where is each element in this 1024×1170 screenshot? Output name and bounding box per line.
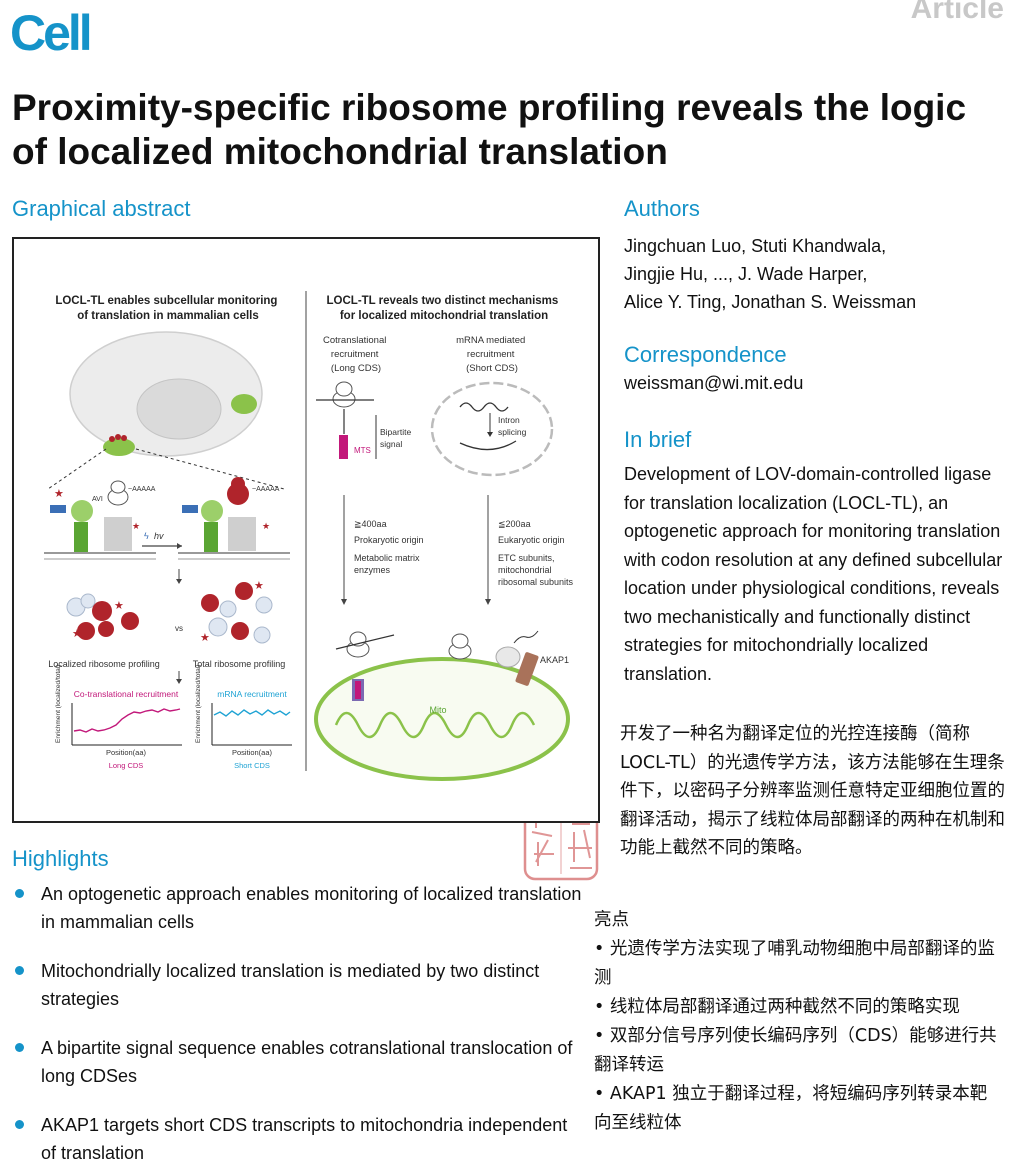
long-cds-label: Long CDS [109,761,144,770]
svg-text:ϟ: ϟ [144,531,149,541]
mito-label: Mito [429,705,446,715]
highlight-chinese-item: • 光遗传学方法实现了哺乳动物细胞中局部翻译的监测 [594,939,995,988]
right-title-line-2: for localized mitochondrial translation [340,310,548,322]
highlight-item: Mitochondrially localized translation is… [12,957,582,1013]
mrna-enrichment-trace [213,709,291,717]
article-type-label: Article [910,0,1004,25]
position-axis-label: Position(aa) [106,748,147,757]
cotranslational-plot-title: Co-translational recruitment [74,689,179,699]
svg-text:★: ★ [200,632,210,644]
authors-line: Alice Y. Ting, Jonathan S. Weissman [624,292,917,312]
membrane-protein-icon [104,517,132,551]
versus-label: vs [175,624,183,633]
cotranslational-recruitment-label: Cotranslational recruitment (Long CDS) [323,335,389,374]
svg-text:★: ★ [262,521,270,531]
authors-heading: Authors [624,196,700,221]
total-profiling-label: Total ribosome profiling [193,659,286,669]
right-title-line-1: LOCL-TL reveals two distinct mechanisms [327,295,559,307]
intron-splicing-label: Intron splicing [498,415,527,437]
journal-logo: Cell [10,5,93,61]
ligase-icon [71,500,93,522]
svg-text:~AAAAA: ~AAAAA [128,486,156,493]
highlight-text: Mitochondrially localized translation is… [41,961,540,1009]
left-title-line-1: LOCL-TL enables subcellular monitoring [55,295,277,307]
in-brief-text: Development of LOV-domain-controlled lig… [624,464,1003,684]
highlight-text: AKAP1 targets short CDS transcripts to m… [41,1115,568,1163]
svg-text:Enrichment (localized/total): Enrichment (localized/total) [195,665,202,743]
highlight-text: A bipartite signal sequence enables cotr… [41,1038,573,1086]
highlights-heading: Highlights [12,846,109,871]
ligase-icon [74,522,88,552]
highlight-text: An optogenetic approach enables monitori… [41,884,582,932]
highlight-chinese-item: • 双部分信号序列使长编码序列（CDS）能够进行共翻译转运 [594,1026,997,1075]
mitochondrion-small-icon [231,394,257,414]
svg-text:★: ★ [254,580,264,592]
bullet-dot-icon [15,1120,24,1129]
svg-text:★: ★ [72,628,82,640]
mrna-plot-title: mRNA recruitment [217,689,287,699]
long-examples-label: Metabolic matrix enzymes [354,553,422,575]
highlights-chinese-title: 亮点 [594,910,629,930]
highlights-chinese: 亮点 • 光遗传学方法实现了哺乳动物细胞中局部翻译的监测 • 线粒体局部翻译通过… [594,906,1004,1138]
mts-label: MTS [354,446,371,455]
in-brief-heading: In brief [624,427,692,452]
cotranslational-enrichment-trace [73,708,181,733]
highlight-item: An optogenetic approach enables monitori… [12,880,582,936]
svg-text:~AAAAA: ~AAAAA [252,486,280,493]
correspondence-email[interactable]: weissman@wi.mit.edu [624,373,804,393]
authors-line: Jingchuan Luo, Stuti Khandwala, [624,236,887,256]
highlight-chinese-item: • 线粒体局部翻译通过两种截然不同的策略实现 [594,997,960,1017]
short-examples-label: ETC subunits, mitochondrial ribosomal su… [498,553,574,587]
highlight-item: A bipartite signal sequence enables cotr… [12,1034,582,1090]
bullet-dot-icon [15,889,24,898]
enrichment-axis-label: Enrichment (localized/total) [55,665,62,743]
svg-text:★: ★ [54,488,64,500]
right-panel-title: LOCL-TL reveals two distinct mechanisms … [327,295,562,322]
position-axis-label: Position(aa) [232,748,273,757]
graphical-abstract-heading: Graphical abstract [12,196,191,221]
enrichment-axis-label: Enrichment (localized/total) [195,665,202,743]
total-ribosome-cluster: ★ ★ [200,580,273,644]
nucleus-illustration [136,378,222,440]
highlight-chinese-item: • AKAP1 独立于翻译过程，将短编码序列转录本靶向至线粒体 [594,1084,988,1133]
long-length-label: ≧400aa [354,519,387,529]
highlight-item: AKAP1 targets short CDS transcripts to m… [12,1111,582,1167]
correspondence-heading: Correspondence [624,342,787,367]
short-origin-label: Eukaryotic origin [498,535,565,545]
avi-label: AVI [92,496,103,503]
short-cds-label: Short CDS [234,761,270,770]
localized-profiling-label: Localized ribosome profiling [48,659,160,669]
graphical-abstract-svg: LOCL-TL enables subcellular monitoring o… [44,291,574,781]
in-brief-chinese: 开发了一种名为翻译定位的光控连接酶（简称 LOCL-TL）的光遗传学方法，该方法… [620,724,1005,858]
bullet-dot-icon [15,966,24,975]
long-origin-label: Prokaryotic origin [354,535,424,545]
svg-text:★: ★ [132,521,140,531]
mitochondrion-small-icon [103,438,135,456]
mts-signal-icon [339,435,348,459]
akap1-protein-icon [515,652,539,686]
left-panel-title: LOCL-TL enables subcellular monitoring o… [55,295,280,322]
bullet-dot-icon [15,1043,24,1052]
svg-text:★: ★ [114,600,124,612]
nucleus-outline [430,381,554,477]
localized-ribosome-cluster: ★ ★ [66,593,139,640]
svg-text:Enrichment (localized/total): Enrichment (localized/total) [55,665,62,743]
short-length-label: ≦200aa [498,519,531,529]
article-title: Proximity-specific ribosome profiling re… [12,87,967,172]
authors-line: Jingjie Hu, ..., J. Wade Harper, [624,264,868,284]
graphical-abstract-figure: LOCL-TL enables subcellular monitoring o… [12,237,600,823]
authors-list: Jingchuan Luo, Stuti Khandwala, Jingjie … [624,232,1004,316]
mrna-recruitment-label: mRNA mediated recruitment (Short CDS) [456,335,528,374]
light-hv-label: hv [154,531,164,541]
labeled-ribosome-icon [227,483,249,505]
bipartite-signal-label: Bipartite signal [380,427,414,449]
left-title-line-2: of translation in mammalian cells [77,310,259,322]
akap1-label: AKAP1 [540,655,569,665]
